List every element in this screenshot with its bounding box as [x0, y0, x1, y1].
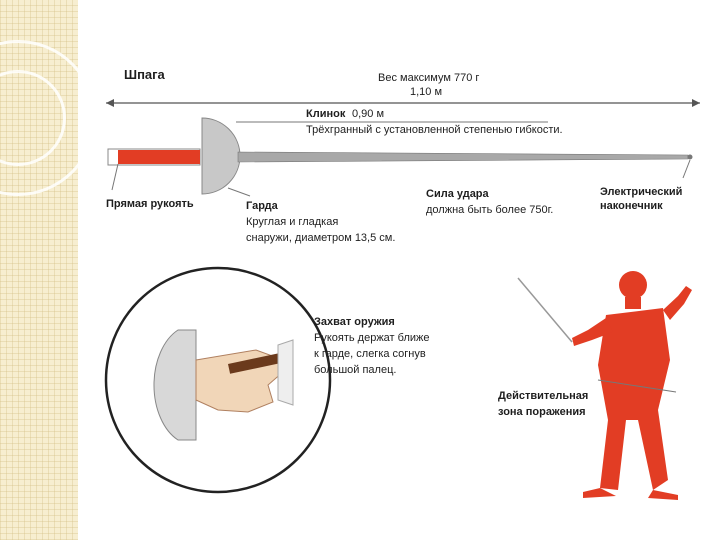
fencer-silhouette	[572, 271, 692, 500]
fencer-blade	[517, 277, 573, 343]
hand-handle	[228, 352, 284, 374]
force-title: Сила удара	[426, 188, 489, 200]
grip-pointer	[111, 163, 119, 191]
decorative-side-strip	[0, 0, 78, 540]
blade-length: 0,90 м	[352, 108, 385, 120]
blade-title: Клинок	[306, 108, 346, 120]
arrow-left	[106, 99, 114, 107]
target-zone-pointer	[597, 379, 677, 393]
tip-pointer	[682, 159, 691, 179]
guard-title: Гарда	[246, 200, 278, 212]
guard-pointer	[227, 187, 251, 197]
tip-line-1: Электрический	[600, 186, 683, 198]
target-line-1: Действительная	[498, 390, 589, 402]
guard-line-1: Круглая и гладкая	[246, 216, 339, 228]
blade-shape	[237, 151, 689, 163]
guard-shape	[201, 117, 241, 195]
hold-title: Захват оружия	[314, 316, 395, 328]
grip-label: Прямая рукоять	[106, 198, 194, 210]
grip-red	[118, 150, 200, 164]
force-description: должна быть более 750г.	[426, 204, 554, 216]
slide: Шпага Вес максимум 770 г 1,10 м Клинок 0…	[78, 0, 720, 540]
page-title: Шпага	[124, 67, 165, 82]
guard-line-2: снаружи, диаметром 13,5 см.	[246, 232, 396, 244]
target-line-2: зона поражения	[498, 406, 586, 418]
sleeve	[277, 339, 294, 406]
hold-line-3: большой палец.	[314, 364, 397, 376]
arrow-right	[692, 99, 700, 107]
electric-tip	[687, 154, 693, 160]
tip-line-2: наконечник	[600, 200, 663, 212]
epee-diagram	[104, 99, 700, 500]
hold-line-1: Рукоять держат ближе	[314, 332, 430, 344]
blade-description: Трёхгранный с установленной степенью гиб…	[306, 124, 563, 136]
length-label: 1,10 м	[410, 86, 443, 98]
hand-guard	[153, 329, 197, 441]
weight-label: Вес максимум 770 г	[378, 72, 480, 84]
hold-line-2: к гарде, слегка согнув	[314, 348, 426, 360]
